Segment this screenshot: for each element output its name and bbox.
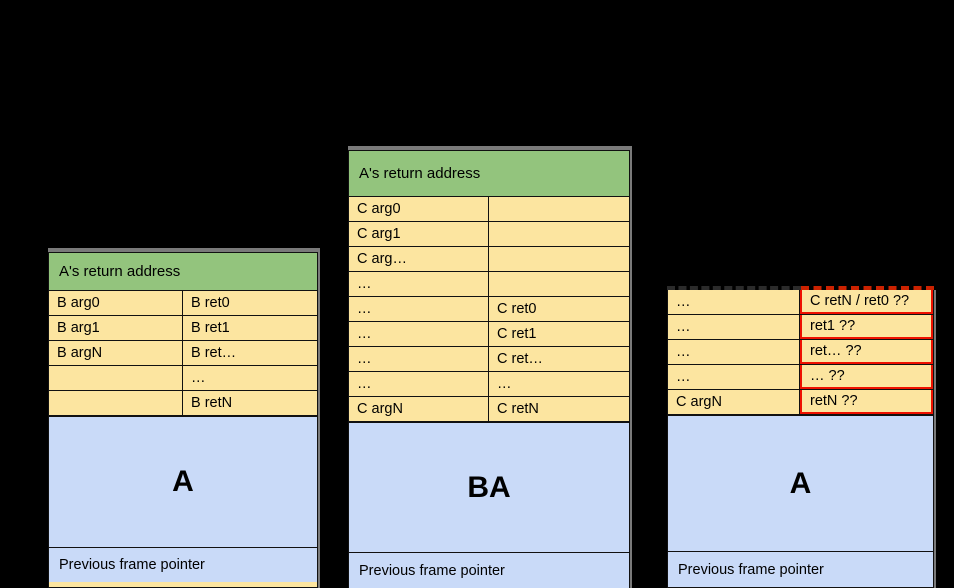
slot-ret-cell [489, 272, 629, 296]
stack-diagram-right: … C retN / ret0 ?? … ret1 ?? … ret… ?? …… [667, 290, 934, 588]
slot-arg-cell: C argN [349, 397, 489, 421]
dashed-border-left-half [667, 286, 801, 290]
table-row: B arg0 B ret0 [49, 291, 317, 316]
slot-ret-cell: C ret1 [489, 322, 629, 346]
frame-body-label: A [172, 465, 194, 498]
table-row: C argN retN ?? [668, 390, 933, 415]
slot-ret-cell: … [489, 372, 629, 396]
slot-ret-cell-highlighted: retN ?? [800, 390, 933, 414]
frame-body-left: A [49, 416, 317, 548]
table-row: … [49, 366, 317, 391]
slot-arg-cell: … [668, 315, 800, 339]
slot-arg-cell: … [349, 372, 489, 396]
table-row: B argN B ret… [49, 341, 317, 366]
slot-ret-cell-highlighted: ret… ?? [800, 340, 933, 364]
dashed-border-right-half [800, 286, 934, 290]
previous-frame-pointer-right: Previous frame pointer [668, 552, 933, 587]
slot-arg-cell: C arg1 [349, 222, 489, 246]
stack-left-side-shadow [316, 250, 320, 588]
table-row: … [349, 272, 629, 297]
stack-diagram-left: A's return address B arg0 B ret0 B arg1 … [48, 252, 318, 588]
frame-body-label: BA [467, 470, 511, 504]
stack-middle-top-shadow [348, 146, 632, 150]
slot-arg-cell [49, 391, 183, 415]
slot-arg-cell [49, 366, 183, 390]
table-row: … ret… ?? [668, 340, 933, 365]
slot-arg-cell: C arg0 [349, 197, 489, 221]
slot-arg-cell: C argN [668, 390, 800, 414]
table-row: … C retN / ret0 ?? [668, 290, 933, 315]
slot-ret-cell: C retN [489, 397, 629, 421]
stack-left-top-shadow [48, 248, 320, 252]
slot-ret-cell: B ret0 [183, 291, 317, 315]
previous-frame-pointer-label: Previous frame pointer [359, 562, 505, 579]
slot-ret-cell: C ret… [489, 347, 629, 371]
table-row: C arg1 [349, 222, 629, 247]
stack-middle-side-shadow [628, 148, 632, 588]
slot-ret-cell: B ret1 [183, 316, 317, 340]
return-address-label-middle: A's return address [359, 165, 481, 182]
slot-arg-cell: C arg… [349, 247, 489, 271]
frame-body-right: A [668, 415, 933, 552]
slot-ret-cell-highlighted: ret1 ?? [800, 315, 933, 339]
table-row: … C ret… [349, 347, 629, 372]
frame-body-middle: BA [349, 422, 629, 553]
slot-arg-cell: … [668, 340, 800, 364]
previous-frame-pointer-label: Previous frame pointer [678, 561, 824, 578]
table-row: … C ret0 [349, 297, 629, 322]
return-address-label-left: A's return address [59, 263, 181, 280]
table-row: C argN C retN [349, 397, 629, 422]
slot-ret-cell: … [183, 366, 317, 390]
table-row: C arg… [349, 247, 629, 272]
slot-arg-cell: B arg0 [49, 291, 183, 315]
table-row: … C ret1 [349, 322, 629, 347]
stack-right-side-shadow [932, 290, 936, 588]
table-row: … … ?? [668, 365, 933, 390]
slot-ret-cell [489, 197, 629, 221]
slot-arg-cell: B argN [49, 341, 183, 365]
return-address-band-left: A's return address [49, 253, 317, 291]
slot-ret-cell-highlighted: … ?? [800, 365, 933, 389]
table-row: B arg1 B ret1 [49, 316, 317, 341]
table-row: B retN [49, 391, 317, 416]
return-address-band-middle: A's return address [349, 151, 629, 197]
slot-ret-cell [489, 222, 629, 246]
slot-arg-cell: … [349, 272, 489, 296]
previous-frame-pointer-left: Previous frame pointer [49, 548, 317, 582]
slot-arg-cell: … [668, 290, 800, 314]
previous-frame-pointer-middle: Previous frame pointer [349, 553, 629, 588]
slot-arg-cell: … [349, 322, 489, 346]
slot-ret-cell: C ret0 [489, 297, 629, 321]
slot-ret-cell: B retN [183, 391, 317, 415]
slot-arg-cell: … [668, 365, 800, 389]
stack-diagram-middle: A's return address C arg0 C arg1 C arg… … [348, 150, 630, 588]
frame-body-label: A [789, 466, 812, 500]
table-row: C arg0 [349, 197, 629, 222]
previous-frame-pointer-label: Previous frame pointer [59, 557, 205, 573]
slot-arg-cell: … [349, 347, 489, 371]
slot-arg-cell: … [349, 297, 489, 321]
slot-ret-cell-highlighted: C retN / ret0 ?? [800, 290, 933, 314]
table-row: … … [349, 372, 629, 397]
slot-arg-cell: B arg1 [49, 316, 183, 340]
stack-right-top-dashed-border [667, 286, 934, 290]
table-row: … ret1 ?? [668, 315, 933, 340]
slot-ret-cell: B ret… [183, 341, 317, 365]
slot-ret-cell [489, 247, 629, 271]
